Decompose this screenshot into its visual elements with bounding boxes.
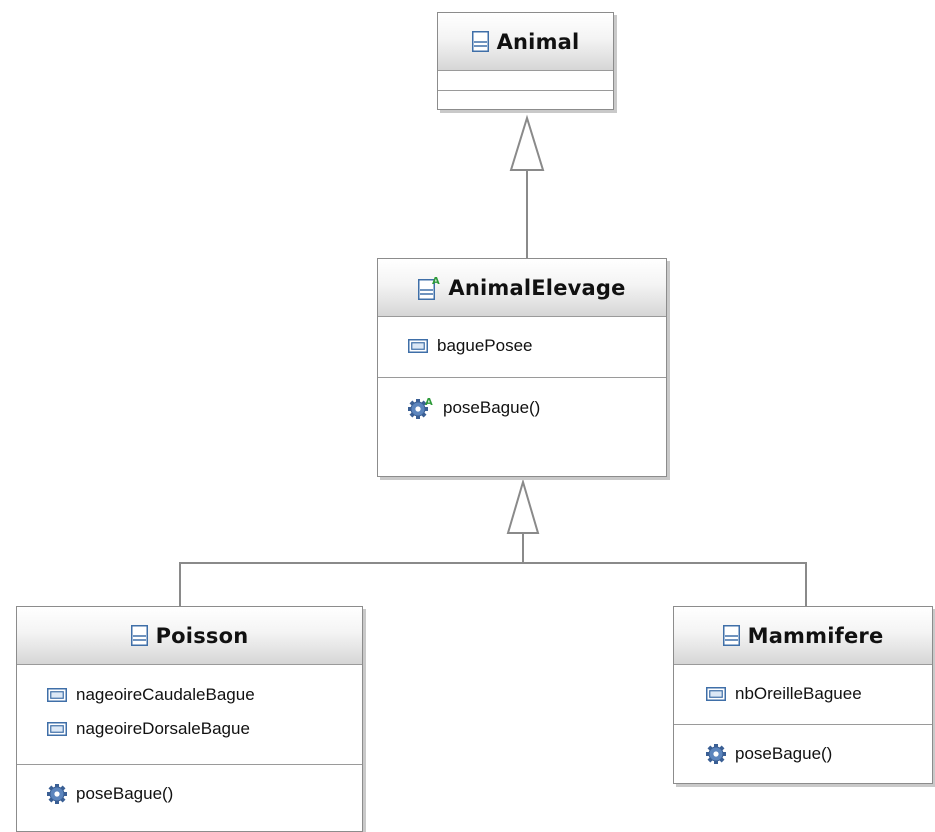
class-icon bbox=[471, 31, 489, 52]
attribute-name: nageoireDorsaleBague bbox=[76, 719, 250, 738]
operations-compartment: poseBague() bbox=[17, 765, 362, 831]
class-icon bbox=[722, 625, 740, 646]
operation-row[interactable]: poseBague() bbox=[706, 737, 932, 771]
attribute-name: nbOreilleBaguee bbox=[735, 684, 862, 703]
field-icon bbox=[408, 339, 428, 353]
field-icon bbox=[47, 722, 67, 736]
operations-compartment: A poseBague() bbox=[378, 378, 666, 476]
attribute-row[interactable]: nageoireCaudaleBague bbox=[47, 678, 362, 712]
operation-name: poseBague() bbox=[76, 784, 174, 803]
class-mammifere[interactable]: Mammifere nbOreilleBaguee poseBague() bbox=[673, 606, 933, 784]
operation-row[interactable]: poseBague() bbox=[47, 777, 362, 811]
attributes-compartment: nageoireCaudaleBague nageoireDorsaleBagu… bbox=[17, 665, 362, 765]
generalization-branch-poisson bbox=[179, 562, 523, 606]
field-icon bbox=[706, 687, 726, 701]
class-name: Animal bbox=[496, 29, 580, 54]
abstract-class-icon: A bbox=[418, 275, 440, 300]
svg-text:A: A bbox=[425, 397, 433, 408]
field-icon bbox=[47, 688, 67, 702]
class-name: AnimalElevage bbox=[448, 275, 626, 300]
attributes-compartment bbox=[438, 71, 613, 91]
operation-name: poseBague() bbox=[443, 398, 541, 417]
attribute-row[interactable]: baguePosee bbox=[408, 329, 666, 363]
operations-compartment: poseBague() bbox=[674, 725, 932, 783]
attribute-name: nageoireCaudaleBague bbox=[76, 685, 255, 704]
generalization-arrowhead-animalelevage bbox=[506, 478, 540, 534]
class-animal-header: Animal bbox=[438, 13, 613, 71]
attribute-row[interactable]: nageoireDorsaleBague bbox=[47, 712, 362, 746]
class-poisson-header: Poisson bbox=[17, 607, 362, 665]
class-icon bbox=[130, 625, 148, 646]
abstract-method-gear-icon: A bbox=[408, 396, 434, 420]
class-mammifere-header: Mammifere bbox=[674, 607, 932, 665]
method-gear-icon bbox=[47, 784, 67, 804]
attribute-row[interactable]: nbOreilleBaguee bbox=[706, 677, 932, 711]
method-gear-icon bbox=[706, 744, 726, 764]
generalization-branch-mammifere bbox=[523, 562, 807, 606]
class-name: Mammifere bbox=[747, 623, 884, 648]
generalization-arrowhead-animal bbox=[509, 114, 545, 171]
attribute-name: baguePosee bbox=[437, 336, 533, 355]
class-animalelevage-header: A AnimalElevage bbox=[378, 259, 666, 317]
operation-row[interactable]: A poseBague() bbox=[408, 391, 666, 425]
class-name: Poisson bbox=[155, 623, 249, 648]
operations-compartment bbox=[438, 91, 613, 109]
svg-text:A: A bbox=[432, 276, 440, 287]
class-animal[interactable]: Animal bbox=[437, 12, 614, 110]
class-animalelevage[interactable]: A AnimalElevage baguePosee A poseBague() bbox=[377, 258, 667, 477]
attributes-compartment: nbOreilleBaguee bbox=[674, 665, 932, 725]
operation-name: poseBague() bbox=[735, 744, 833, 763]
class-poisson[interactable]: Poisson nageoireCaudaleBague nageoireDor… bbox=[16, 606, 363, 832]
attributes-compartment: baguePosee bbox=[378, 317, 666, 378]
